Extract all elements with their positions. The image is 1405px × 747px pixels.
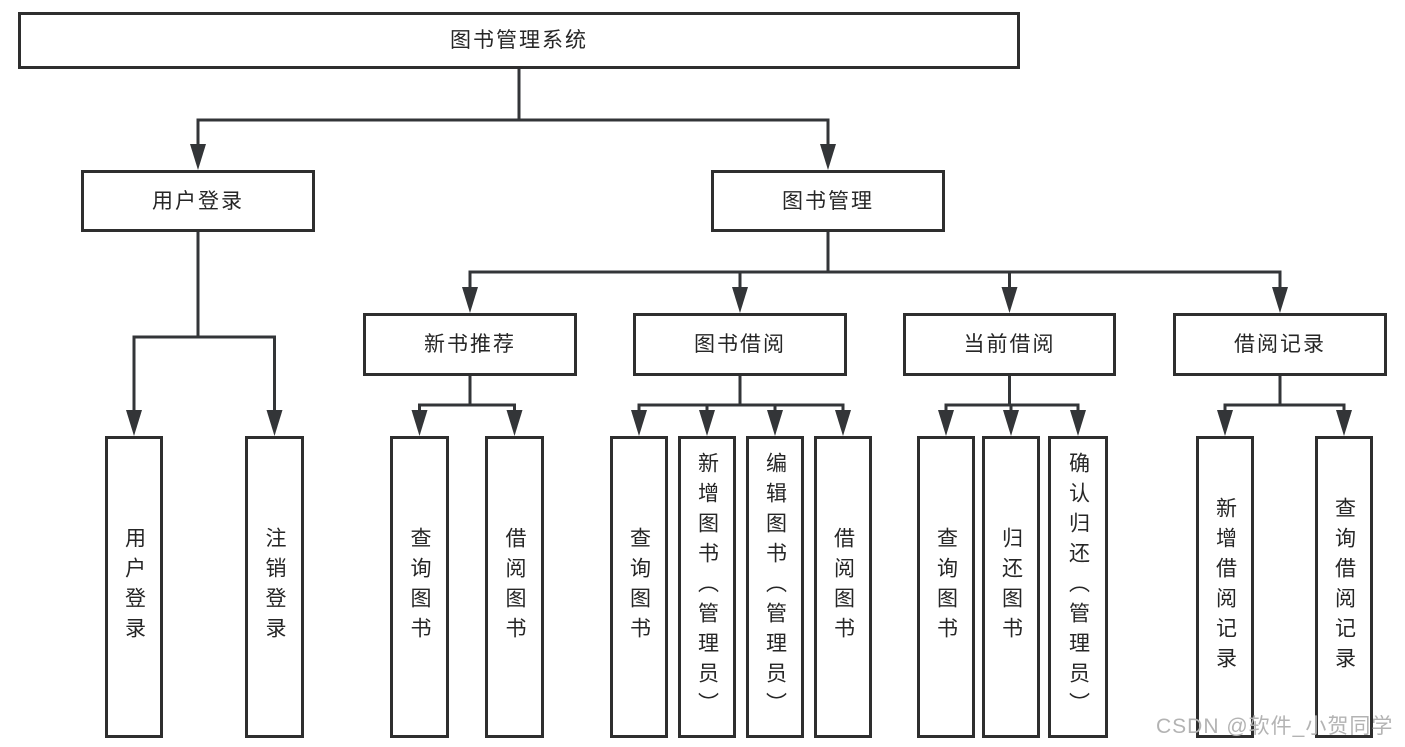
node-leaf-return-books: 归还图书 <box>982 436 1040 738</box>
node-leaf-search-books-3: 查询图书 <box>917 436 975 738</box>
arrowhead-leaf-borrow-books-2 <box>835 410 851 436</box>
arrowhead-leaf-confirm-return <box>1070 410 1086 436</box>
arrowhead-leaf-search-books-1 <box>411 410 428 436</box>
node-leaf-query-borrow-record: 查询借阅记录 <box>1315 436 1373 738</box>
node-branch-user-login: 用户登录 <box>81 170 315 232</box>
node-new-book-recommend: 新书推荐 <box>363 313 577 376</box>
arrowhead-current-borrowing <box>1001 287 1018 313</box>
arrowhead-leaf-user-login <box>126 410 142 436</box>
arrowhead-branch-user-login <box>190 144 206 170</box>
node-current-borrowing: 当前借阅 <box>903 313 1116 376</box>
node-leaf-add-books: 新增图书（管理员） <box>678 436 736 738</box>
node-leaf-search-books-1: 查询图书 <box>390 436 449 738</box>
node-leaf-edit-books: 编辑图书（管理员） <box>746 436 804 738</box>
arrowhead-leaf-borrow-books-1 <box>506 410 523 436</box>
arrowhead-branch-book-management <box>820 144 836 170</box>
node-book-borrowing: 图书借阅 <box>633 313 847 376</box>
node-leaf-add-borrow-record: 新增借阅记录 <box>1196 436 1254 738</box>
node-leaf-borrow-books-2: 借阅图书 <box>814 436 872 738</box>
node-leaf-search-books-2: 查询图书 <box>610 436 668 738</box>
watermark-text: CSDN @软件_小贺同学 <box>1156 715 1394 738</box>
node-leaf-logout: 注销登录 <box>245 436 304 738</box>
node-borrowing-records: 借阅记录 <box>1173 313 1387 376</box>
node-leaf-confirm-return: 确认归还（管理员） <box>1048 436 1108 738</box>
arrowhead-leaf-add-borrow-record <box>1217 410 1233 436</box>
arrowhead-leaf-add-books <box>699 410 715 436</box>
arrowhead-leaf-search-books-3 <box>938 410 954 436</box>
node-leaf-borrow-books-1: 借阅图书 <box>485 436 544 738</box>
arrowhead-leaf-search-books-2 <box>631 410 647 436</box>
arrowhead-borrowing-records <box>1272 287 1288 313</box>
node-branch-book-management: 图书管理 <box>711 170 945 232</box>
arrowhead-leaf-return-books <box>1003 410 1019 436</box>
arrowhead-leaf-query-borrow-record <box>1336 410 1352 436</box>
arrowhead-new-book-recommend <box>462 287 478 313</box>
arrowhead-leaf-logout <box>266 410 283 436</box>
node-leaf-user-login: 用户登录 <box>105 436 163 738</box>
arrowhead-book-borrowing <box>732 287 748 313</box>
arrowhead-leaf-edit-books <box>767 410 783 436</box>
node-root: 图书管理系统 <box>18 12 1020 69</box>
